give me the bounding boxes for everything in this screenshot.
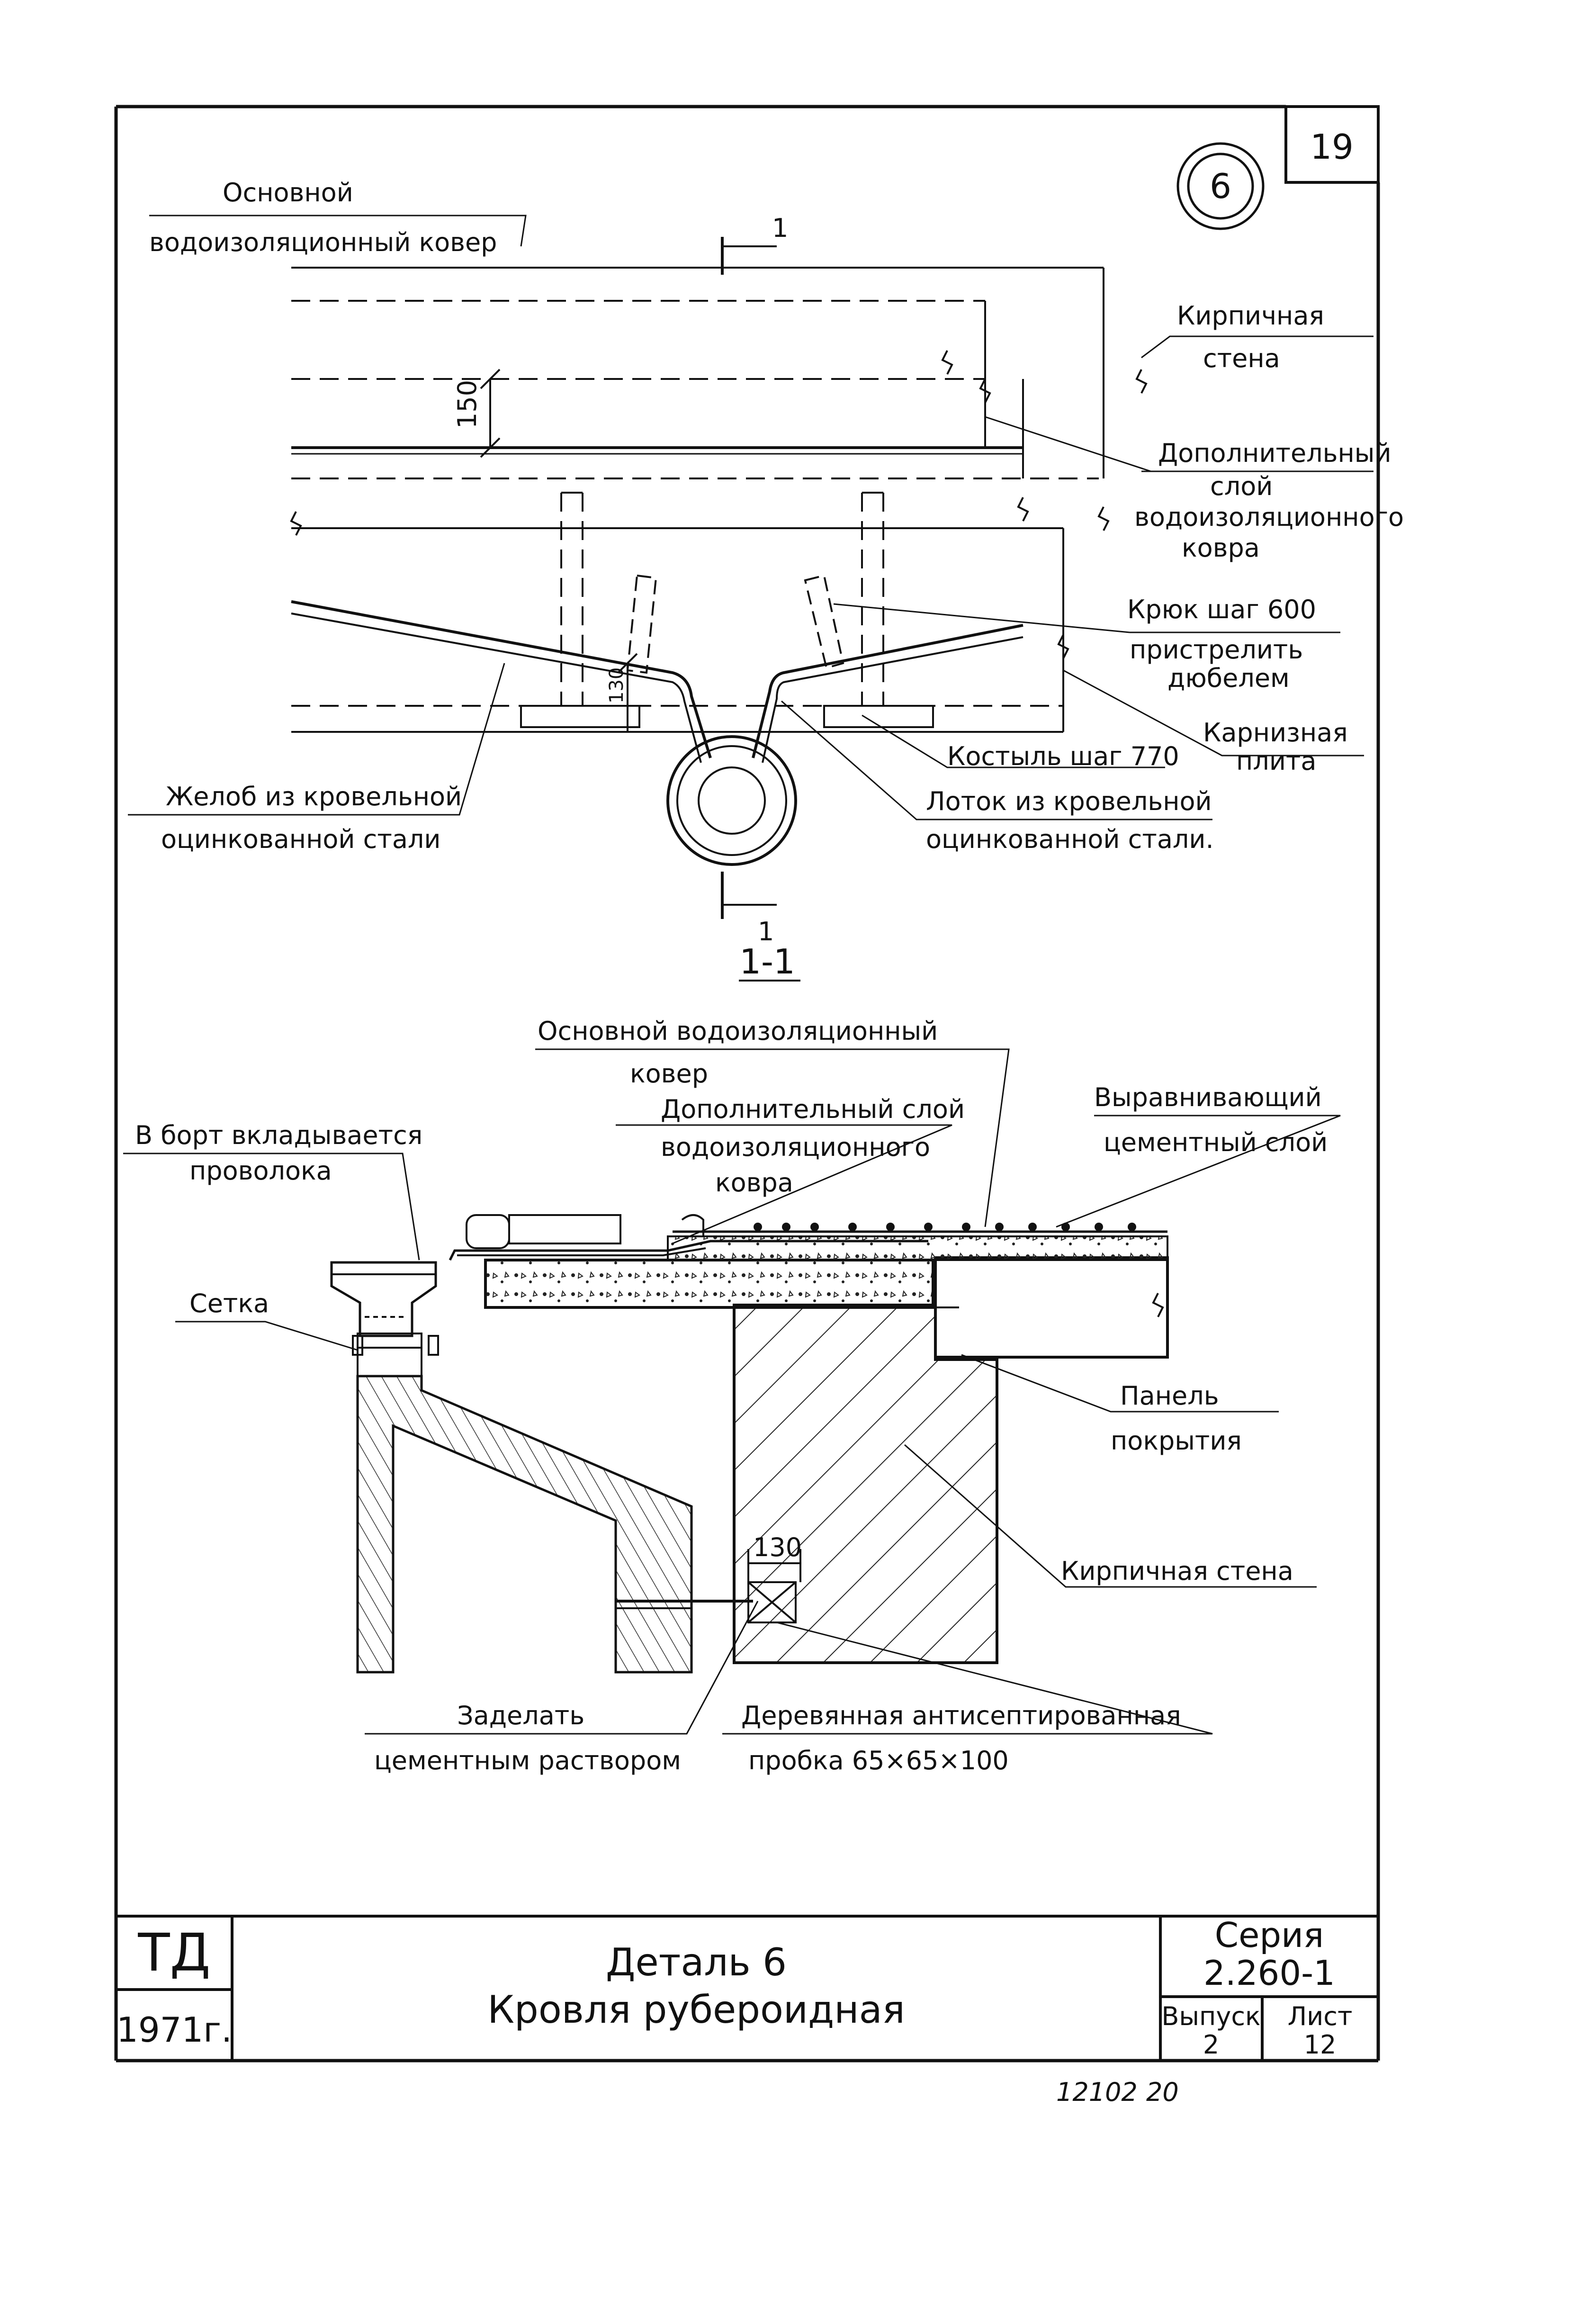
plan-label-extra-layer-1: Дополнительный — [1158, 438, 1391, 468]
section-label-extra-layer-3: ковра — [715, 1168, 793, 1198]
detail-number-circle — [1176, 142, 1265, 230]
sheet-frame — [114, 105, 1380, 2063]
section-dim-130: 130 — [753, 1532, 802, 1562]
section-label-plug-1: Деревянная антисептированная — [741, 1701, 1181, 1730]
plan-label-tray-1: Лоток из кровельной — [926, 786, 1212, 816]
plan-label-bracket: Костыль шаг 770 — [947, 741, 1179, 771]
section-label-leveling-1: Выравнивающий — [1094, 1082, 1322, 1112]
plan-label-eaves-2: плита — [1236, 746, 1316, 776]
plan-label-main-carpet-1: Основной — [223, 178, 353, 207]
plan-label-extra-layer-2: слой — [1210, 471, 1273, 501]
section-label-mesh: Сетка — [189, 1288, 269, 1318]
section-label-brick-wall: Кирпичная стена — [1061, 1556, 1293, 1586]
section-label-main-carpet-2: ковер — [630, 1059, 708, 1089]
section-label-plug-2: пробка 65×65×100 — [748, 1746, 1009, 1775]
plan-label-hook-2: пристрелить — [1130, 635, 1303, 665]
plan-label-eaves-1: Карнизная — [1203, 718, 1348, 748]
plan-label-tray-2: оцинкованной стали. — [926, 824, 1214, 854]
section-view — [330, 1214, 1169, 1674]
series-label: Серия — [1215, 1915, 1324, 1955]
sheet-label: Лист — [1288, 2001, 1353, 2031]
title-block — [116, 1915, 1378, 2061]
section-label-seal-2: цементным раствором — [374, 1746, 681, 1775]
plan-label-main-carpet-2: водоизоляционный ковер — [149, 227, 497, 257]
section-label-wire-2: проволока — [189, 1156, 332, 1186]
section-label-seal-1: Заделать — [457, 1701, 584, 1730]
section-label-wire-1: В борт вкладывается — [135, 1120, 422, 1150]
plan-leaders — [128, 215, 1374, 820]
plan-label-gutter-2: оцинкованной стали — [161, 824, 441, 854]
series-value: 2.260-1 — [1203, 1953, 1335, 1993]
section-label-extra-layer-2: водоизоляционного — [661, 1132, 930, 1162]
plan-view — [290, 237, 1148, 919]
plan-label-brick-wall-1: Кирпичная — [1177, 301, 1324, 331]
sheet-corner-number: 19 — [1310, 127, 1354, 167]
footer-code: 12102 — [1056, 2077, 1138, 2107]
plan-label-hook-3: дюбелем — [1167, 663, 1290, 693]
detail-number: 6 — [1210, 166, 1231, 206]
plan-label-extra-layer-3: водоизоляционного — [1134, 502, 1404, 532]
section-leaders — [123, 1048, 1341, 1735]
section-label-panel-2: покрытия — [1111, 1426, 1242, 1456]
section-label-extra-layer-1: Дополнительный слой — [661, 1094, 965, 1124]
stamp-org: ТД — [137, 1922, 210, 1983]
plan-label-brick-wall-2: стена — [1203, 343, 1280, 373]
section-label-main-carpet-1: Основной водоизоляционный — [538, 1016, 938, 1046]
drawing-title-1: Деталь 6 — [606, 1940, 787, 1984]
plan-dim-130: 130 — [606, 667, 628, 703]
plan-label-hook-1: Крюк шаг 600 — [1127, 595, 1316, 624]
plan-label-gutter-1: Желоб из кровельной — [166, 782, 462, 811]
plan-section-mark-top: 1 — [772, 213, 788, 243]
drawing-title-2: Кровля рубероидная — [487, 1988, 905, 2032]
issue-label: Выпуск — [1161, 2001, 1260, 2031]
footer-page: 20 — [1146, 2077, 1179, 2107]
section-label-leveling-2: цементный слой — [1104, 1127, 1328, 1157]
stamp-year: 1971г. — [117, 2010, 232, 2050]
section-label-panel-1: Панель — [1120, 1381, 1219, 1411]
plan-dim-150: 150 — [452, 380, 482, 429]
plan-label-extra-layer-4: ковра — [1182, 533, 1260, 563]
issue-value: 2 — [1203, 2030, 1219, 2060]
sheet-value: 12 — [1304, 2030, 1337, 2060]
section-title: 1-1 — [739, 942, 795, 982]
plan-section-mark-bottom: 1 — [758, 917, 774, 946]
